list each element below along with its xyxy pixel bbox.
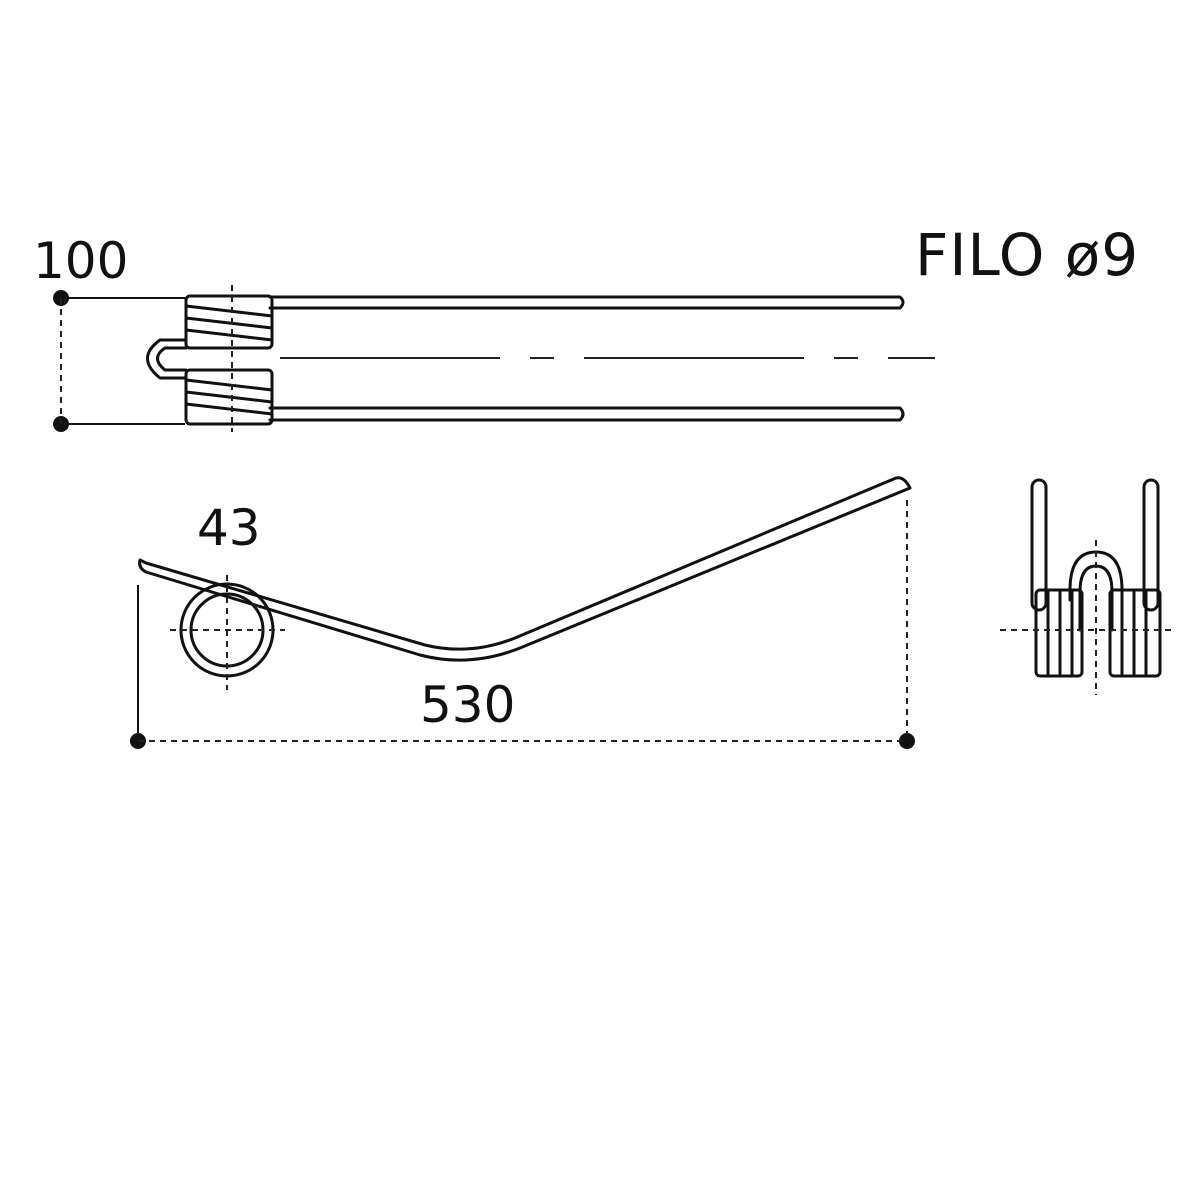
side-view: 43 530: [130, 476, 915, 749]
end-view: [1000, 478, 1175, 695]
end-view-left-coil: [1034, 588, 1084, 678]
dimension-length-label: 530: [420, 676, 515, 734]
wire-spec-label: FILO ø9: [915, 221, 1139, 289]
dimension-coil-label: 43: [197, 499, 261, 557]
end-view-right-tine: [1142, 478, 1160, 612]
upper-coil: [184, 294, 274, 350]
side-tine-wire: [138, 476, 912, 662]
dimension-height-label: 100: [33, 232, 128, 290]
lower-tine: [268, 406, 905, 422]
connecting-loop: [146, 338, 188, 380]
end-view-right-coil: [1108, 588, 1162, 678]
upper-tine: [268, 295, 905, 310]
lower-coil: [184, 368, 274, 426]
top-view: 100: [33, 232, 935, 432]
dimension-dot-right: [899, 733, 915, 749]
end-view-left-tine: [1030, 478, 1048, 612]
